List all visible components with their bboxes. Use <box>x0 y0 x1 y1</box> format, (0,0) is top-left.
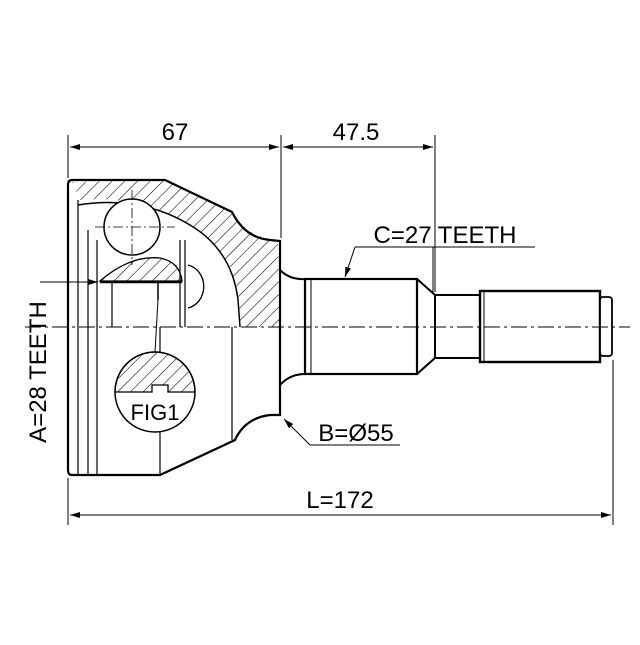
dim-shaft-length: 47.5 <box>333 119 380 146</box>
label-outer-spline: C=27 TEETH <box>374 222 517 249</box>
inner-race-section <box>98 257 183 282</box>
dimension-lines <box>40 135 614 525</box>
housing-outline <box>66 178 282 477</box>
fig1-label: FIG1 <box>131 400 180 425</box>
fig1-detail: FIG1 <box>114 299 196 433</box>
dim-total-length: L=172 <box>306 487 373 514</box>
shaft <box>279 269 613 386</box>
cage-ball <box>187 264 205 309</box>
dim-body-length: 67 <box>162 119 189 146</box>
label-inner-spline: A=28 TEETH <box>25 301 52 443</box>
label-seal-diameter: B=Ø55 <box>318 420 393 447</box>
housing-section <box>72 180 280 328</box>
